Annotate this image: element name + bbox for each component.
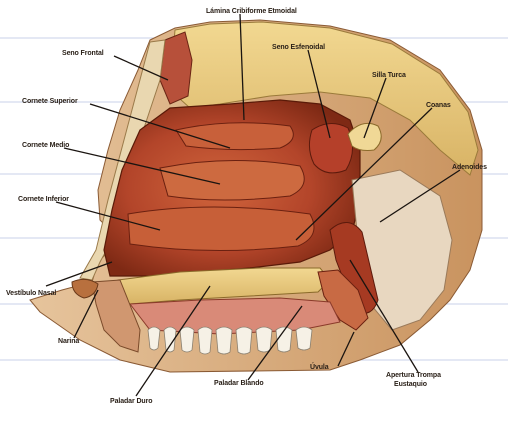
label-eustaquio: Eustaquio (394, 381, 427, 389)
label-uvula: Úvula (310, 364, 329, 372)
label-paladar-duro: Paladar Duro (110, 398, 152, 406)
label-paladar-blando: Paladar Blando (214, 380, 264, 388)
sphenoid-sinus (309, 123, 352, 172)
label-adenoides: Adenoides (452, 164, 487, 172)
label-cornete-medio: Cornete Medio (22, 142, 69, 150)
middle-turbinate (160, 160, 304, 200)
label-seno-esfenoidal: Seno Esfenoidal (272, 44, 325, 52)
label-vestibulo-nasal: Vestíbulo Nasal (6, 290, 56, 298)
label-narina: Narina (58, 338, 79, 346)
label-seno-frontal: Seno Frontal (62, 50, 104, 58)
label-coanas: Coanas (426, 102, 451, 110)
label-apertura-trompa: Apertura Trompa (386, 372, 441, 380)
label-cornete-inferior: Cornete Inferior (18, 196, 69, 204)
label-silla-turca: Silla Turca (372, 72, 406, 80)
label-cornete-superior: Cornete Superior (22, 98, 78, 106)
label-lamina-cribiforme: Lámina Cribiforme Etmoidal (206, 8, 297, 16)
